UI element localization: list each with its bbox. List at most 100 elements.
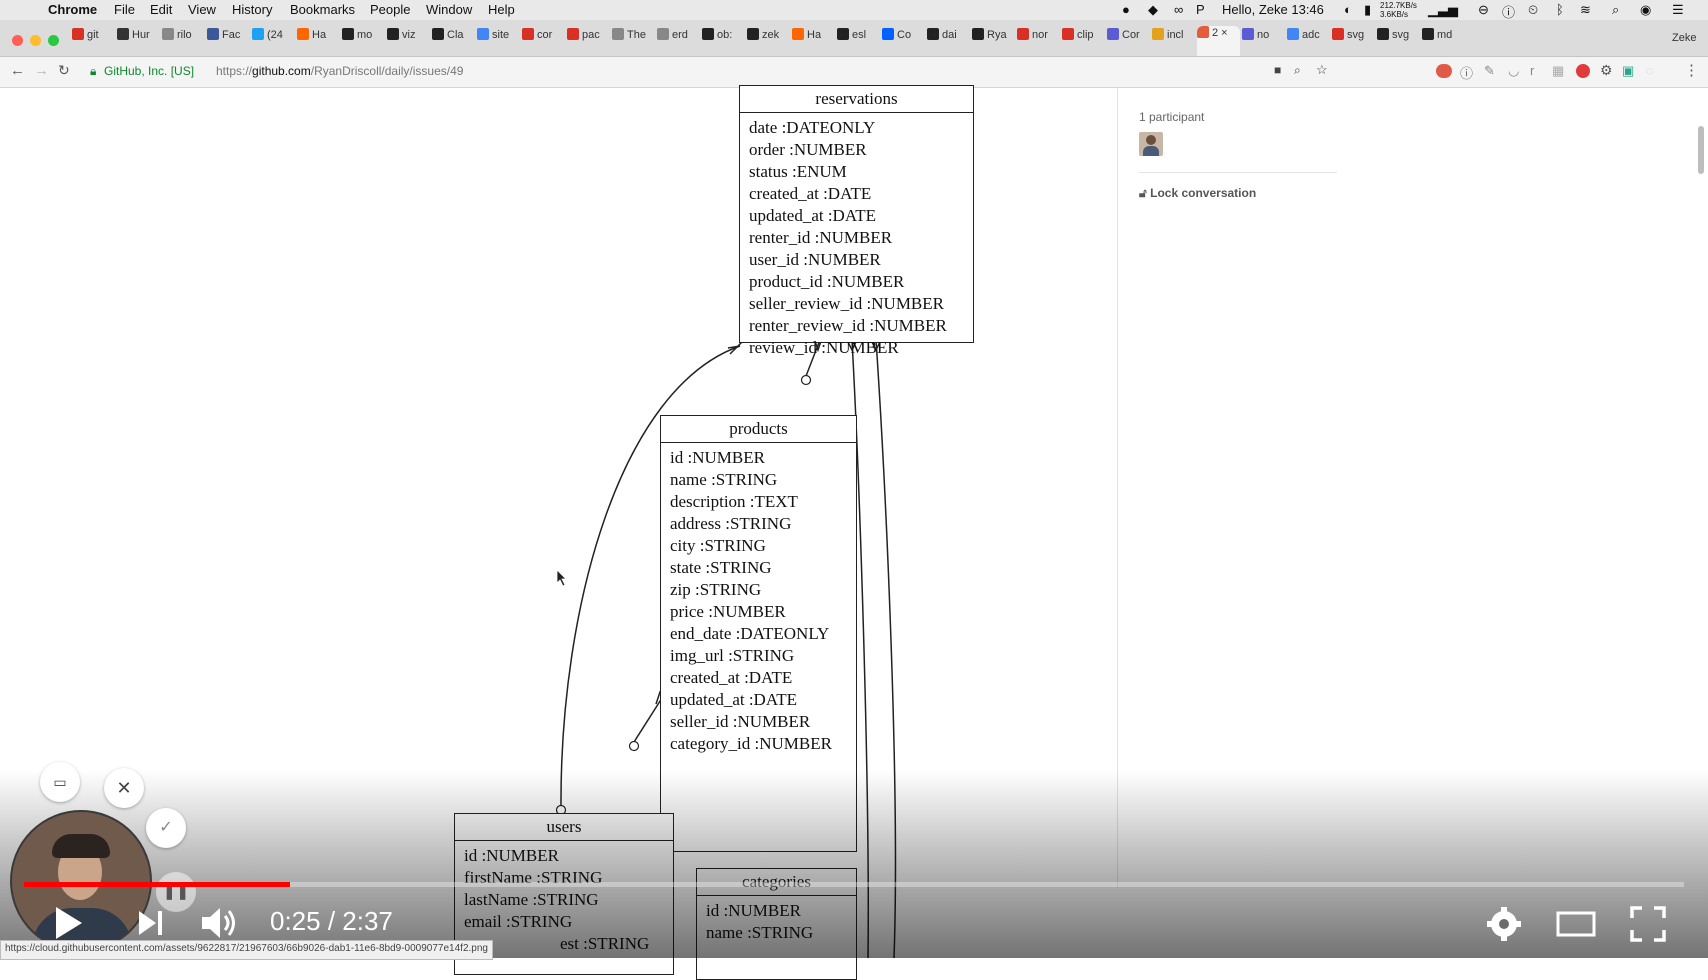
menubar-wifi-icon[interactable]: ≋	[1580, 2, 1591, 17]
browser-tab[interactable]: rilo	[162, 28, 205, 52]
menubar-list-icon[interactable]: ☰	[1672, 2, 1684, 17]
menubar-user-clock[interactable]: Hello, Zeke 13:46	[1222, 2, 1324, 17]
play-icon[interactable]	[52, 905, 86, 941]
tab-favicon-icon	[1242, 28, 1254, 40]
page-scrollbar-thumb[interactable]	[1698, 126, 1704, 174]
browser-tab[interactable]: no	[1242, 28, 1285, 52]
volume-icon[interactable]	[200, 904, 242, 942]
browser-tab[interactable]: mo	[342, 28, 385, 52]
browser-tab[interactable]: incl	[1152, 28, 1195, 52]
browser-tab[interactable]: git	[72, 28, 115, 52]
browser-tab[interactable]: dai	[927, 28, 970, 52]
products-field-row: seller_id :NUMBER	[670, 712, 811, 731]
menu-edit[interactable]: Edit	[150, 2, 173, 17]
menu-people[interactable]: People	[370, 2, 411, 17]
menubar-shield-icon[interactable]: ◐	[1344, 2, 1352, 17]
next-icon[interactable]	[136, 908, 166, 938]
back-icon[interactable]: ←	[10, 62, 25, 79]
reload-icon[interactable]: ↻	[58, 62, 70, 78]
browser-tab[interactable]: site	[477, 28, 520, 52]
browser-tab[interactable]: nor	[1017, 28, 1060, 52]
window-minimize-button[interactable]	[30, 35, 41, 46]
menu-window[interactable]: Window	[426, 2, 473, 17]
theater-mode-icon[interactable]	[1556, 909, 1596, 939]
browser-tab[interactable]: Co	[882, 28, 925, 52]
zoom-icon[interactable]: ⌕	[1294, 63, 1301, 77]
extension-eyedropper-icon[interactable]: ✎	[1484, 63, 1495, 78]
menu-file[interactable]: File	[114, 2, 135, 17]
tab-favicon-icon	[1152, 28, 1164, 40]
browser-tab[interactable]: Fac	[207, 28, 250, 52]
profile-name[interactable]: Zeke	[1672, 32, 1697, 44]
browser-tab[interactable]: Ha	[297, 28, 340, 52]
menu-view[interactable]: View	[188, 2, 216, 17]
adblock-extension-icon[interactable]	[1436, 64, 1452, 78]
browser-tab[interactable]: viz	[387, 28, 430, 52]
browser-tab[interactable]: Hur	[117, 28, 160, 52]
extension-faded-icon[interactable]: ◌	[1646, 63, 1654, 78]
browser-tab[interactable]: (24	[252, 28, 295, 52]
menu-bookmarks[interactable]: Bookmarks	[290, 2, 356, 17]
progress-track[interactable]	[24, 882, 1684, 887]
camera-icon[interactable]: ■	[1274, 63, 1282, 77]
browser-tab[interactable]: Cor	[1107, 28, 1150, 52]
pause-recording-icon[interactable]: ❚❚	[156, 872, 196, 912]
browser-tab[interactable]: The	[612, 28, 655, 52]
menubar-link-icon[interactable]: ∞	[1174, 2, 1184, 17]
menu-chrome[interactable]: Chrome	[48, 2, 98, 17]
extension-pocket-icon[interactable]: ◡	[1508, 63, 1520, 78]
extension-gear-icon[interactable]: ⚙	[1600, 62, 1613, 78]
browser-tab[interactable]: svg	[1377, 28, 1420, 52]
participant-avatar[interactable]	[1139, 132, 1163, 156]
settings-gear-icon[interactable]	[1486, 906, 1522, 942]
browser-tab[interactable]: Ha	[792, 28, 835, 52]
close-recording-icon[interactable]: ✕	[104, 768, 144, 808]
extension-record-icon[interactable]	[1576, 64, 1590, 78]
extension-info-icon[interactable]: ⓘ	[1460, 66, 1474, 81]
menubar-timemachine-icon[interactable]: ⏲	[1528, 2, 1539, 17]
menubar-info-icon[interactable]: ⓘ	[1502, 5, 1516, 20]
menubar-bell-icon[interactable]: ◆	[1148, 2, 1158, 17]
window-zoom-button[interactable]	[48, 35, 59, 46]
window-close-button[interactable]	[12, 35, 23, 46]
browser-tab[interactable]: md	[1422, 28, 1465, 52]
camera-toggle-icon[interactable]: ▭	[40, 762, 80, 802]
browser-tab[interactable]: esl	[837, 28, 880, 52]
bookmark-star-icon[interactable]: ☆	[1316, 62, 1328, 77]
menubar-p-icon[interactable]: P	[1196, 2, 1205, 17]
confirm-recording-icon[interactable]: ✓	[146, 808, 186, 848]
forward-icon[interactable]: →	[34, 62, 49, 79]
menu-history[interactable]: History	[232, 2, 273, 17]
extension-screen-icon[interactable]: ▣	[1622, 63, 1635, 78]
browser-tab[interactable]: clip	[1062, 28, 1105, 52]
tab-close-icon[interactable]: ×	[1218, 27, 1228, 39]
fullscreen-icon[interactable]	[1630, 906, 1666, 942]
tab-favicon-icon	[387, 28, 399, 40]
menubar-sync-icon[interactable]: ⊖	[1478, 2, 1489, 17]
url-field[interactable]: 🔒︎ GitHub, Inc. [US] https://github.com/…	[84, 61, 1354, 83]
lock-conversation-link[interactable]: 🔓︎ Lock conversation	[1139, 186, 1256, 201]
menu-help[interactable]: Help	[488, 2, 515, 17]
menubar-mic-icon[interactable]: ●	[1122, 2, 1130, 17]
browser-tab[interactable]: Rya	[972, 28, 1015, 52]
browser-tab[interactable]: zek	[747, 28, 790, 52]
menubar-siri-icon[interactable]: ◉	[1640, 2, 1652, 17]
menubar-search-icon[interactable]: ⌕	[1612, 2, 1620, 17]
tab-favicon-icon	[522, 28, 534, 40]
browser-tab[interactable]: 2 ×	[1197, 26, 1240, 56]
menubar-battery-icon[interactable]: ▮	[1364, 2, 1372, 17]
menubar-cpu-icon[interactable]: ▁▃▅	[1428, 2, 1458, 17]
extension-grid-icon[interactable]: ▦	[1552, 63, 1565, 78]
browser-tab[interactable]: erd	[657, 28, 700, 52]
chrome-menu-icon[interactable]: ⋮	[1684, 62, 1699, 79]
tab-label: md	[1437, 29, 1453, 41]
browser-tab[interactable]: pac	[567, 28, 610, 52]
extension-react-icon[interactable]: r	[1530, 63, 1535, 78]
browser-tab[interactable]: svg	[1332, 28, 1375, 52]
menubar-bluetooth-icon[interactable]: ᛒ	[1556, 2, 1564, 17]
browser-tab[interactable]: cor	[522, 28, 565, 52]
browser-tab[interactable]: Cla	[432, 28, 475, 52]
browser-tab[interactable]: ob:	[702, 28, 745, 52]
products-field-row: end_date :DATEONLY	[670, 624, 830, 643]
browser-tab[interactable]: adc	[1287, 28, 1330, 52]
